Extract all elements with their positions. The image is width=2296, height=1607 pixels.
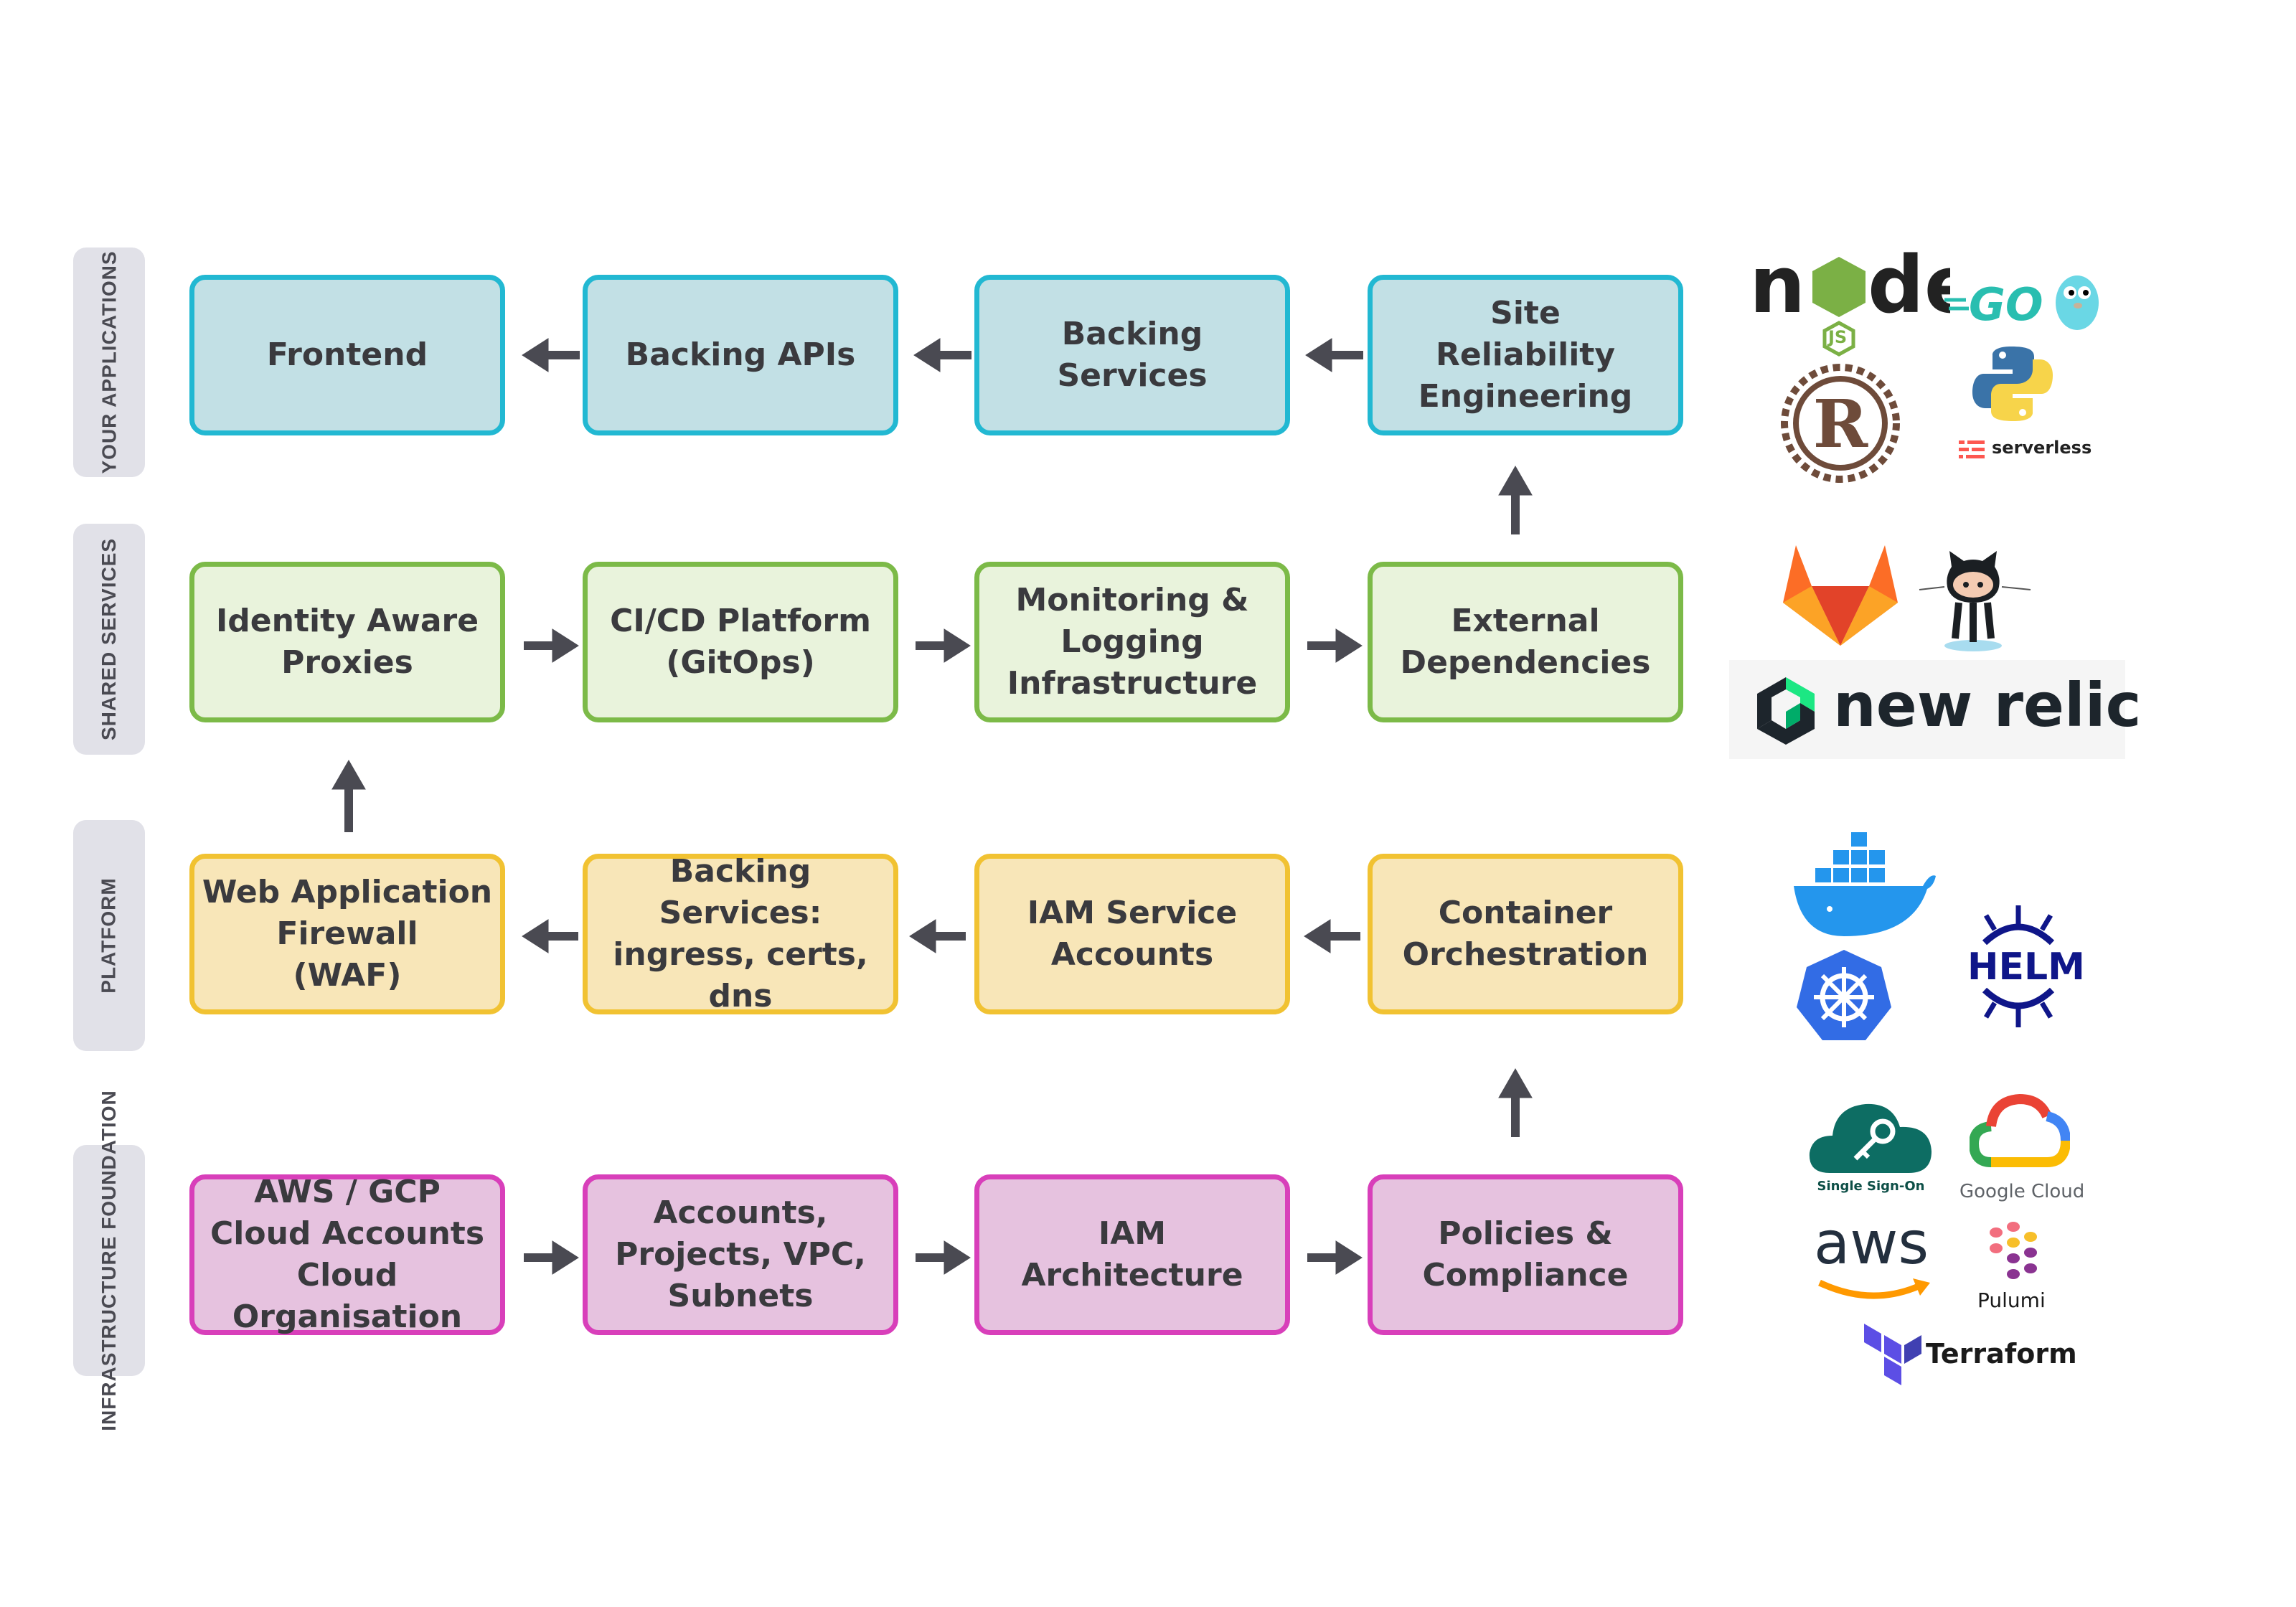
box-container-orchestration: Container Orchestration: [1368, 854, 1683, 1014]
single-sign-on-label: Single Sign-On: [1817, 1179, 1925, 1194]
box-frontend: Frontend: [189, 275, 505, 435]
box-backing-apis: Backing APIs: [583, 275, 898, 435]
arrow-left-icon: [522, 919, 578, 953]
new-relic-logo: new relic: [1729, 660, 2141, 759]
arrow-right-icon: [916, 1240, 971, 1275]
box-label: Monitoring & Logging Infrastructure: [1007, 582, 1258, 702]
box-label: Policies & Compliance: [1422, 1215, 1629, 1293]
box-cloud-accounts: AWS / GCP Cloud Accounts Cloud Organisat…: [189, 1174, 505, 1335]
arrow-left-icon: [1304, 919, 1360, 953]
box-label: Accounts, Projects, VPC, Subnets: [615, 1194, 866, 1314]
google-cloud-label: Google Cloud: [1959, 1181, 2085, 1202]
box-label: Backing Services: [1057, 316, 1208, 394]
box-label: Backing Services: ingress, certs, dns: [613, 853, 868, 1014]
box-label: External Dependencies: [1400, 603, 1651, 681]
arrow-up-icon: [331, 759, 366, 832]
box-label: Backing APIs: [625, 336, 856, 373]
gitlab-logo: [1783, 542, 1898, 653]
new-relic-label: new relic: [1833, 670, 2142, 740]
serverless-logo: serverless: [1959, 438, 2092, 464]
nodejs-logo: n de JS: [1749, 237, 1977, 362]
box-cicd-platform: CI/CD Platform (GitOps): [583, 562, 898, 722]
layer-label-shared-services: SHARED SERVICES: [73, 524, 145, 755]
serverless-label: serverless: [1992, 438, 2092, 458]
svg-text:de: de: [1868, 239, 1950, 331]
pulumi-label: Pulumi: [1977, 1288, 2046, 1312]
layer-label-infrastructure: INFRASTRUCTURE FOUNDATION: [73, 1090, 145, 1431]
helm-logo: HELM: [1965, 905, 2085, 1031]
box-label: Container Orchestration: [1402, 895, 1649, 973]
box-backing-services: Backing Services: [974, 275, 1290, 435]
box-accounts-projects-vpc: Accounts, Projects, VPC, Subnets: [583, 1174, 898, 1335]
layer-label-applications: YOUR APPLICATIONS: [73, 248, 145, 477]
svg-text:n: n: [1749, 239, 1805, 331]
box-label: CI/CD Platform (GitOps): [610, 603, 871, 681]
arrow-right-icon: [524, 628, 579, 663]
box-label: Identity Aware Proxies: [215, 603, 479, 681]
aws-label: aws: [1814, 1210, 1929, 1278]
box-policies-compliance: Policies & Compliance: [1368, 1174, 1683, 1335]
box-web-application-firewall: Web Application Firewall (WAF): [189, 854, 505, 1014]
layer-label-platform: PLATFORM: [73, 820, 145, 1051]
arrow-up-icon: [1498, 1068, 1533, 1137]
box-label: IAM Service Accounts: [1027, 895, 1238, 973]
arrow-right-icon: [916, 628, 971, 663]
box-label: Site Reliability Engineering: [1418, 295, 1633, 415]
arrow-left-icon: [909, 919, 966, 953]
box-label: AWS / GCP Cloud Accounts Cloud Organisat…: [210, 1174, 485, 1335]
box-label: IAM Architecture: [1021, 1215, 1243, 1293]
rust-letter: R: [1813, 385, 1868, 463]
box-backing-services-ingress: Backing Services: ingress, certs, dns: [583, 853, 898, 1014]
nodejs-js-label: JS: [1828, 327, 1848, 347]
arrow-left-icon: [522, 338, 580, 372]
single-sign-on-logo: Single Sign-On: [1808, 1094, 1934, 1194]
box-external-dependencies: External Dependencies: [1368, 562, 1683, 722]
arrow-right-icon: [1307, 1240, 1363, 1275]
terraform-logo: Terraform: [1864, 1324, 2077, 1396]
box-label: Web Application Firewall (WAF): [202, 874, 493, 994]
box-identity-aware-proxies: Identity Aware Proxies: [189, 562, 505, 722]
google-cloud-logo: Google Cloud: [1959, 1090, 2084, 1202]
github-octocat-logo: [1912, 545, 2041, 656]
arrow-up-icon: [1498, 465, 1533, 534]
box-iam-architecture: IAM Architecture: [974, 1174, 1290, 1335]
svg-text:GO: GO: [1969, 278, 2043, 331]
go-logo: GO: [1944, 265, 2102, 341]
box-label: Frontend: [266, 336, 428, 373]
terraform-label: Terraform: [1926, 1338, 2077, 1370]
kubernetes-logo: [1794, 947, 1894, 1051]
box-site-reliability-engineering: Site Reliability Engineering: [1368, 275, 1683, 435]
python-logo: [1970, 341, 2056, 430]
helm-label: HELM: [1967, 946, 2085, 989]
pulumi-logo: Pulumi: [1977, 1220, 2053, 1312]
box-iam-service-accounts: IAM Service Accounts: [974, 854, 1290, 1014]
docker-logo: [1787, 829, 1937, 947]
rust-logo: R: [1779, 362, 1901, 488]
arrow-left-icon: [913, 338, 971, 372]
arrow-right-icon: [1307, 628, 1363, 663]
arrow-right-icon: [524, 1240, 579, 1275]
arrow-left-icon: [1305, 338, 1363, 372]
box-monitoring-logging: Monitoring & Logging Infrastructure: [974, 562, 1290, 722]
